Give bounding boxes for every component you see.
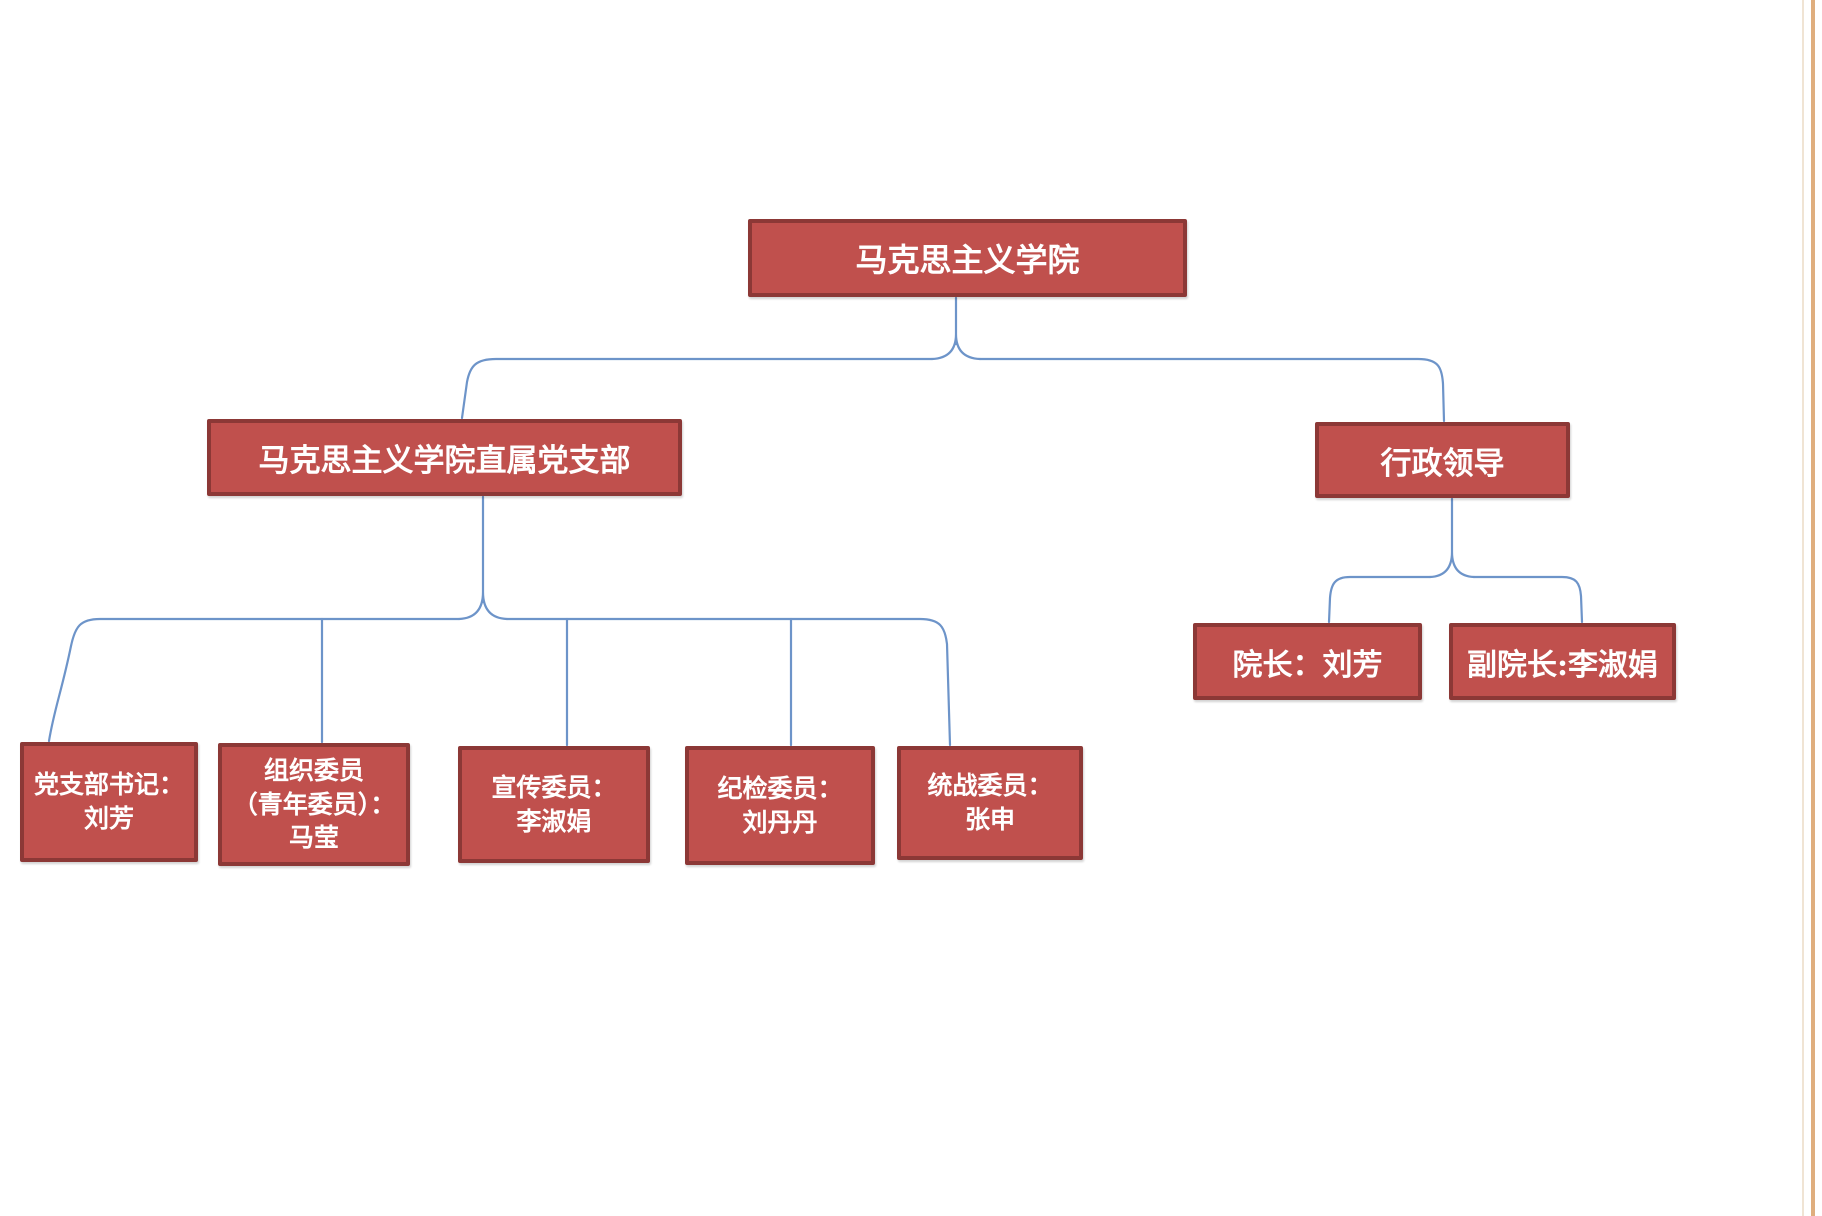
connector-party-right: [505, 617, 952, 747]
connector-root-drop: [930, 296, 982, 361]
page-edge-faint-line: [1802, 0, 1804, 1216]
org-node-united-front-member[interactable]: 统战委员： 张申: [897, 746, 1083, 860]
page-edge-line: [1811, 0, 1815, 1216]
connector-root-left: [460, 357, 934, 420]
org-node-admin[interactable]: 行政领导: [1315, 422, 1570, 498]
connector-party-left: [47, 617, 461, 743]
connector-admin-drop: [1428, 497, 1476, 579]
org-node-party-secretary[interactable]: 党支部书记： 刘芳: [20, 742, 198, 862]
connector-admin-left: [1327, 575, 1432, 624]
connector-admin-right: [1472, 575, 1584, 624]
org-node-organization-member[interactable]: 组织委员 （青年委员）： 马莹: [218, 743, 410, 866]
connector-party-drop: [457, 495, 509, 621]
org-node-dean[interactable]: 院长：刘芳: [1193, 623, 1422, 700]
org-node-root[interactable]: 马克思主义学院: [748, 219, 1187, 297]
connector-root-right: [978, 357, 1446, 423]
org-node-publicity-member[interactable]: 宣传委员： 李淑娟: [458, 746, 650, 863]
org-node-party-branch[interactable]: 马克思主义学院直属党支部: [207, 419, 682, 496]
org-node-discipline-member[interactable]: 纪检委员： 刘丹丹: [685, 746, 875, 865]
org-node-vice-dean[interactable]: 副院长:李淑娟: [1449, 623, 1676, 700]
